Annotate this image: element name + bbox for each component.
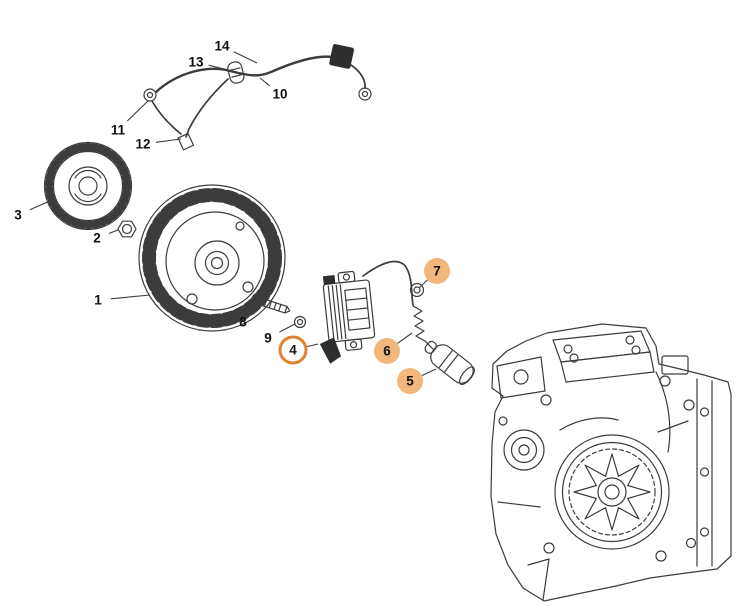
leader-line — [155, 138, 182, 143]
callout-highlight-circle — [424, 258, 450, 284]
lead-connector — [329, 44, 354, 69]
leader-line — [233, 51, 258, 64]
callout-number-text: 14 — [214, 39, 230, 54]
flywheel — [138, 184, 286, 332]
callout-10[interactable]: 10 — [259, 77, 288, 102]
callout-number-text: 12 — [135, 137, 150, 152]
callout-4[interactable]: 4 — [278, 335, 319, 365]
collar-nut — [117, 220, 137, 238]
callout-number-text: 9 — [264, 331, 272, 346]
leader-line — [418, 279, 428, 289]
callout-5[interactable]: 5 — [397, 368, 437, 394]
callout-highlight-circle — [397, 368, 423, 394]
wire-clip — [177, 132, 195, 151]
leader-line — [126, 100, 149, 122]
ignition-module — [320, 270, 376, 364]
callout-8[interactable]: 8 — [239, 306, 259, 330]
wiring-harness — [143, 44, 372, 151]
washer — [293, 315, 307, 329]
callout-number-text: 8 — [239, 315, 247, 330]
callout-13[interactable]: 13 — [188, 55, 229, 71]
callout-11[interactable]: 11 — [111, 100, 149, 138]
callout-14[interactable]: 14 — [214, 39, 258, 64]
callout-3[interactable]: 3 — [14, 200, 51, 223]
callout-number-text: 4 — [289, 343, 297, 358]
leader-line — [421, 368, 437, 377]
leader-line — [259, 77, 271, 87]
callout-number-text: 1 — [94, 293, 102, 308]
leader-line — [397, 332, 413, 344]
callout-number-text: 11 — [111, 123, 126, 138]
leader-line — [279, 323, 296, 333]
callout-number-text: 5 — [406, 374, 414, 389]
callout-1[interactable]: 1 — [94, 293, 151, 308]
callout-highlight-circle — [374, 338, 400, 364]
callout-2[interactable]: 2 — [93, 229, 119, 246]
callout-number-text: 3 — [14, 208, 22, 223]
callout-9[interactable]: 9 — [264, 323, 296, 346]
callout-12[interactable]: 12 — [135, 137, 182, 152]
leader-line — [29, 200, 51, 211]
grommet — [227, 61, 245, 84]
mounting-screw — [250, 293, 291, 314]
callout-6[interactable]: 6 — [374, 332, 413, 364]
spring — [412, 305, 434, 350]
engine-crankcase — [490, 323, 732, 602]
spark-plug-boot — [424, 340, 475, 386]
ground-terminal — [350, 64, 372, 101]
callout-highlight-circle — [278, 335, 308, 365]
callout-number-text: 2 — [93, 231, 101, 246]
leader-line — [251, 306, 259, 314]
callout-number-text: 13 — [188, 55, 204, 70]
starter-ring-gear — [43, 141, 133, 231]
callout-number-text: 7 — [433, 264, 441, 279]
callout-number-text: 6 — [383, 344, 391, 359]
leader-line — [110, 294, 151, 300]
callout-number-text: 10 — [272, 87, 287, 102]
callout-7[interactable]: 7 — [418, 258, 450, 289]
leader-line — [108, 229, 119, 234]
retaining-nut — [409, 282, 425, 298]
leader-line — [305, 343, 319, 348]
leader-line — [208, 64, 229, 71]
